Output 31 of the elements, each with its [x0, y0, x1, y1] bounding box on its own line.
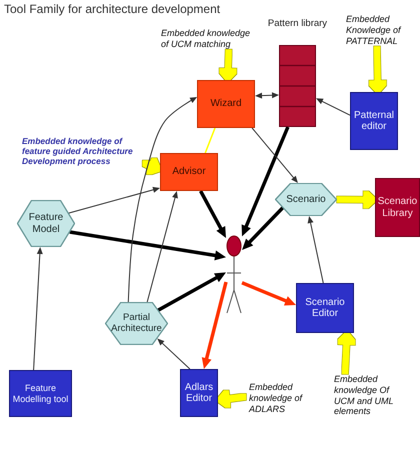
tool-box: Patternal editor	[350, 92, 398, 150]
annotation-text: Embedded knowledge Of UCM and UML elements	[331, 374, 401, 418]
process-box: Advisor	[160, 153, 218, 191]
arrow	[255, 92, 279, 99]
person-icon	[226, 234, 242, 314]
arrow	[241, 281, 296, 306]
arrow	[252, 128, 298, 183]
arrow	[146, 191, 178, 302]
arrow	[308, 216, 324, 284]
arrow	[316, 98, 350, 116]
annotation-text: Embedded knowledge of ADLARS	[246, 382, 308, 414]
block-arrow	[371, 48, 384, 90]
tool-box: Scenario Editor	[296, 283, 354, 333]
arrow	[242, 126, 290, 236]
block-arrow	[220, 392, 244, 406]
library-label: Pattern library	[268, 18, 328, 29]
annotation-text: Embedded knowledge of UCM matching	[158, 28, 262, 50]
arrow	[33, 247, 43, 370]
arrow	[202, 282, 228, 369]
annotation-text: Embedded knowledge of feature guided Architecture Development process	[19, 136, 143, 167]
arrow	[199, 190, 226, 238]
diagram-title: Tool Family for architecture development	[4, 2, 220, 16]
annotation-text: Embedded Knowledge of PATTERNAL	[343, 14, 411, 46]
block-arrow	[222, 52, 235, 78]
tool-box: Feature Modelling tool	[9, 370, 72, 417]
library-box: Scenario Library	[375, 178, 420, 237]
process-box: Wizard	[197, 80, 255, 128]
tool-box: Adlars Editor	[180, 369, 218, 417]
block-arrow	[144, 160, 158, 172]
connector-line	[204, 128, 216, 154]
arrow	[128, 97, 198, 302]
